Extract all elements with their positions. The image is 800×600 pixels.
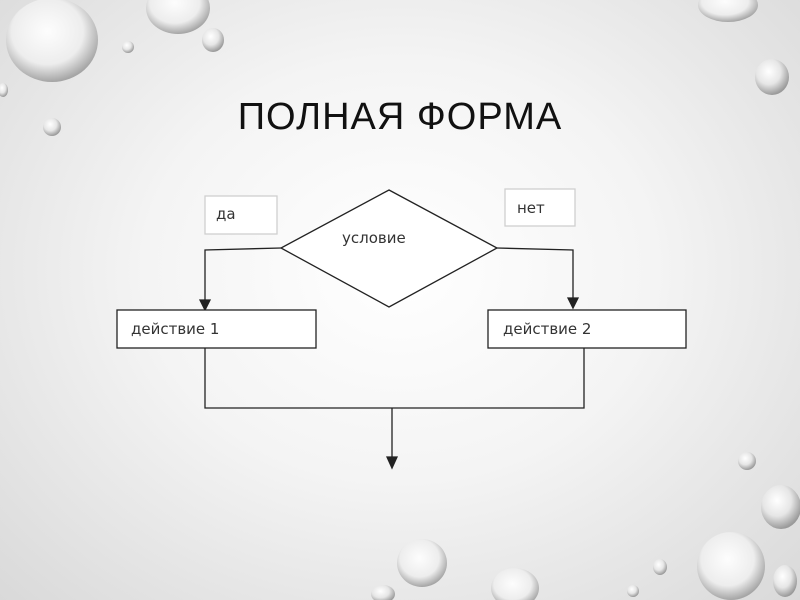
water-drop [738,452,756,470]
water-drop [43,118,61,136]
water-drop [627,585,639,597]
water-drop [761,485,800,529]
no-branch-line [496,247,574,301]
water-drop [0,83,8,97]
yes-branch-arrow [198,299,212,312]
action2-label: действие 2 [503,320,591,338]
action2-box [487,309,687,349]
water-drop [698,0,758,22]
water-drop [697,532,765,600]
water-drop [773,565,797,597]
water-drop [146,0,210,34]
no-label: нет [517,199,545,217]
action1-box [116,309,317,349]
action1-label: действие 1 [131,320,219,338]
yes-label: да [216,205,236,223]
slide-title: ПОЛНАЯ ФОРМА [237,96,563,138]
yes-branch-line [204,247,282,303]
merge-line [204,348,585,409]
flowchart [116,188,687,470]
water-drop [6,0,98,82]
water-drop [755,59,789,95]
exit-arrow [385,456,399,470]
water-drop [491,568,539,600]
water-drop [653,559,667,575]
water-drop [371,585,395,600]
water-drop [397,539,447,587]
water-drop [202,28,224,52]
no-label-box [504,188,576,227]
no-branch-arrow [566,297,580,310]
condition-label: условие [342,229,406,247]
condition-diamond [279,189,499,308]
water-drop [122,41,134,53]
yes-label-box [204,195,278,235]
